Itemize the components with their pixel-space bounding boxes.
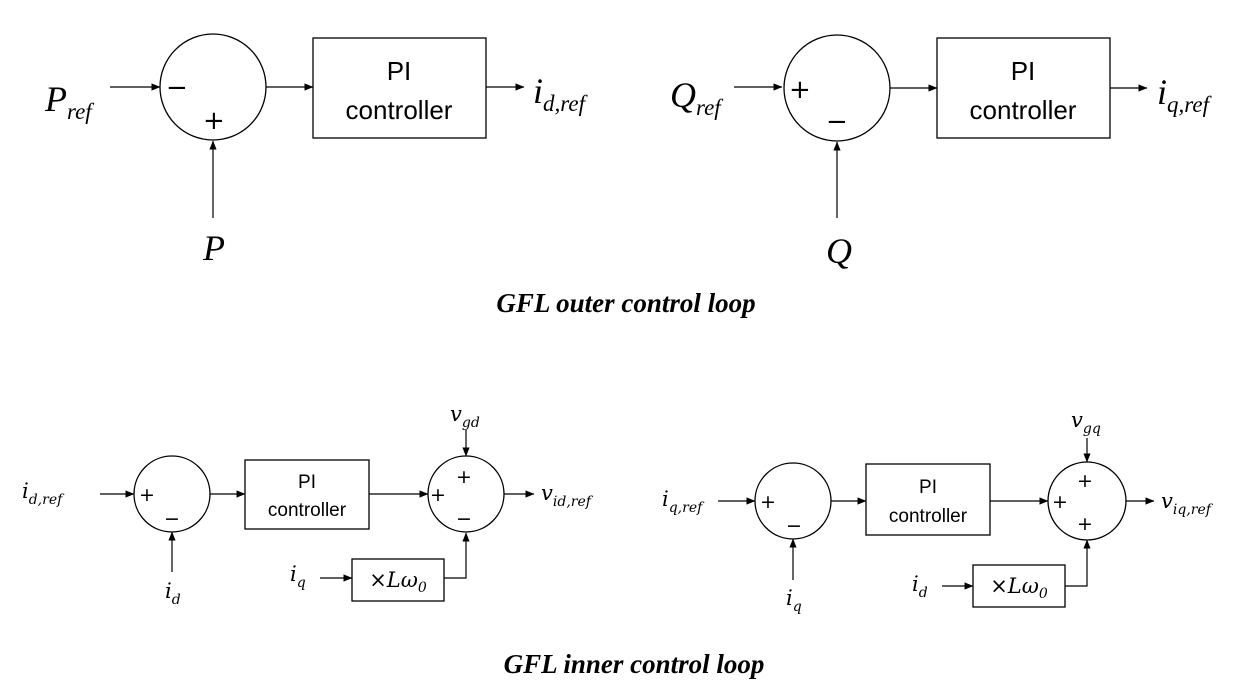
v-iq-ref-output-label: viq,ref [1161,489,1214,518]
inner-q-gain-block [972,564,1066,608]
inner-q-input-label: iq,ref [662,487,705,516]
outer-q-pi-controller-block [936,37,1111,139]
inner-d-gain-to-sum2-arrow [444,532,470,579]
q-ref-label: Qref [670,75,724,120]
i-d-ref-output-label: id,ref [533,71,589,116]
outer-q-controller-label: controller [970,95,1077,125]
outer-p-controller-label: controller [346,95,453,125]
i-q-ref-output-label: iq,ref [1157,72,1213,117]
inner-loop-caption: GFL inner control loop [504,649,765,679]
inner-d-sum2-sign-left: + [430,484,446,506]
inner-q-sum1-sign-left: + [760,491,776,513]
inner-d-pi-label: PI [298,472,316,493]
outer-q-sign-bottom: − [826,107,848,137]
inner-d-cross-input-label: iq [290,562,306,591]
inner-d-gain-label: ×Lω0 [369,568,427,596]
outer-p-pi-controller-block [312,37,487,139]
inner-d-sum2-sign-bottom: − [456,508,472,530]
outer-q-loop: Qref + − Q PI controller iq,ref [670,34,1213,271]
outer-p-loop: Pref − + P PI controller id,ref [44,33,589,268]
inner-d-sum1-sign-bottom: − [164,508,180,530]
outer-q-sign-left: + [789,75,811,105]
inner-q-cross-input-label: id [912,572,928,601]
inner-q-controller-label: controller [889,506,968,527]
inner-d-controller-label: controller [268,500,347,521]
inner-d-gain-block [351,558,445,602]
p-feedback-label: P [202,228,225,268]
inner-d-sum2-sign-top: + [456,466,472,488]
inner-q-sum1-sign-bottom: − [786,515,802,537]
inner-q-gain-to-sum2-arrow [1065,539,1091,587]
v-gd-label: vgd [450,402,480,431]
p-ref-label: Pref [44,79,95,124]
inner-q-pi-controller-block [865,463,991,536]
inner-d-input-label: id,ref [22,479,65,508]
inner-d-feedback-label: id [165,579,181,608]
outer-loop-caption: GFL outer control loop [496,288,755,318]
outer-p-sign-left: − [166,73,188,103]
inner-q-sum2-sign-left: + [1052,491,1068,513]
inner-q-sum2-sign-top: + [1077,470,1093,492]
inner-q-sum2-sign-bottom: + [1077,513,1093,535]
inner-d-loop: id,ref + − id PI controller + + − vgd iq… [22,402,594,608]
inner-q-pi-label: PI [919,477,937,498]
q-feedback-label: Q [826,231,852,271]
inner-q-feedback-label: iq [786,586,802,615]
inner-d-pi-controller-block [244,459,370,530]
v-gq-label: vgq [1071,408,1101,437]
outer-q-pi-label: PI [1011,56,1036,86]
outer-p-pi-label: PI [387,56,412,86]
v-id-ref-output-label: vid,ref [541,481,594,510]
inner-d-sum1-sign-left: + [139,484,155,506]
inner-q-gain-label: ×Lω0 [990,574,1048,602]
inner-q-loop: iq,ref + − iq PI controller + + + vgq id… [662,408,1214,615]
outer-p-sign-bottom: + [203,106,225,136]
